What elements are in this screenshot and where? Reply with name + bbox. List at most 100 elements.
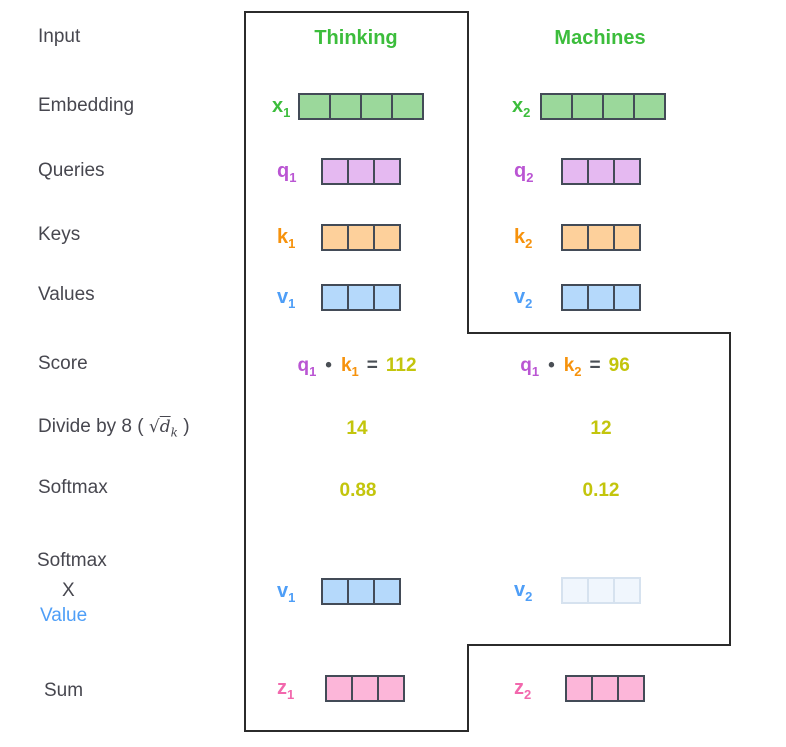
divide-result-machines: 12: [590, 418, 612, 439]
vector-cell: [635, 95, 664, 118]
vector-cell: [567, 677, 593, 700]
vector-cells: [321, 578, 401, 605]
score-q-term: q1: [297, 355, 317, 379]
vector-v2: v2: [0, 284, 786, 311]
vector-k2: k2: [0, 224, 786, 251]
sqrt-radicand-sub: k: [170, 425, 178, 440]
vector-label: q2: [514, 160, 534, 185]
row-label-softmax-x-value-line1: Softmax: [37, 550, 107, 571]
vector-label: k1: [277, 226, 296, 251]
vector-cell: [349, 160, 375, 183]
vector-q1: q1: [0, 158, 786, 185]
vector-label: x2: [512, 95, 531, 120]
vector-cell: [589, 286, 615, 309]
vector-cell: [300, 95, 331, 118]
vector-v1-weighted: v1: [0, 578, 786, 605]
vector-label: v1: [277, 580, 296, 605]
softmax-result-thinking: 0.88: [339, 480, 377, 501]
vector-cell: [589, 226, 615, 249]
vector-cells: [565, 675, 645, 702]
vector-x2: x2: [0, 93, 786, 120]
vector-cell: [379, 677, 403, 700]
vector-cell: [323, 286, 349, 309]
vector-cell: [323, 226, 349, 249]
vector-v2-weighted-faded: v2: [0, 577, 786, 604]
vector-label: v2: [514, 579, 533, 604]
sqrt-symbol: √: [148, 417, 160, 437]
vector-cells: [321, 224, 401, 251]
vector-cell: [323, 580, 349, 603]
score-value: 112: [385, 355, 417, 376]
vector-cells: [325, 675, 405, 702]
vector-cell: [331, 95, 362, 118]
vector-label: q1: [277, 160, 297, 185]
dot-product-icon: •: [325, 355, 332, 376]
vector-cell: [375, 160, 399, 183]
vector-cell: [375, 286, 399, 309]
vector-cell: [615, 579, 639, 602]
score-thinking: q1 • k1 = 112: [244, 352, 470, 379]
score-q-term: q1: [520, 355, 540, 379]
row-label-score: Score: [38, 353, 88, 374]
vector-cells: [321, 158, 401, 185]
vector-cell: [563, 286, 589, 309]
column-header-machines: Machines: [554, 27, 646, 49]
equals-sign: =: [589, 355, 601, 376]
vector-label: z1: [277, 677, 295, 702]
vector-cell: [563, 579, 589, 602]
vector-label: k2: [514, 226, 533, 251]
vector-cell: [393, 95, 422, 118]
vector-cell: [615, 160, 639, 183]
divide-prefix: Divide by 8 (: [38, 416, 144, 437]
row-label-softmax-x-value-line3: Value: [40, 605, 88, 626]
row-label-keys: Keys: [38, 224, 81, 245]
score-k-term: k1: [340, 355, 359, 379]
row-label-sum: Sum: [44, 680, 84, 701]
vector-cells: [540, 93, 666, 120]
vector-cell: [563, 160, 589, 183]
sqrt-dk-expression: √dk: [148, 417, 178, 440]
vector-cell: [615, 286, 639, 309]
vector-cell: [353, 677, 379, 700]
vector-cell: [349, 226, 375, 249]
vector-cells: [321, 284, 401, 311]
vector-cells: [561, 224, 641, 251]
vector-cell: [375, 226, 399, 249]
vector-cell: [615, 226, 639, 249]
vector-label: z2: [514, 677, 532, 702]
vector-cells: [561, 577, 641, 604]
vector-cell: [349, 286, 375, 309]
vector-cell: [619, 677, 643, 700]
row-label-softmax: Softmax: [38, 477, 108, 498]
vector-cell: [327, 677, 353, 700]
vector-cell: [323, 160, 349, 183]
vector-x1: x1: [0, 93, 786, 120]
vector-v1: v1: [0, 284, 786, 311]
softmax-result-machines: 0.12: [582, 480, 620, 501]
score-k-term: k2: [563, 355, 582, 379]
row-label-softmax-x-value-line2: X: [62, 580, 75, 601]
vector-cell: [573, 95, 604, 118]
dot-product-icon: •: [548, 355, 555, 376]
vector-label: x1: [272, 95, 291, 120]
vector-cell: [563, 226, 589, 249]
vector-cell: [349, 580, 375, 603]
score-value: 96: [608, 355, 630, 376]
column-header-thinking: Thinking: [314, 27, 398, 49]
vector-cell: [375, 580, 399, 603]
vector-z1: z1: [0, 675, 786, 702]
equals-sign: =: [366, 355, 378, 376]
vector-cell: [362, 95, 393, 118]
sqrt-radicand: d: [159, 417, 171, 437]
vector-k1: k1: [0, 224, 786, 251]
vector-z2: z2: [0, 675, 786, 702]
vector-cells: [561, 158, 641, 185]
score-machines: q1 • k2 = 96: [462, 352, 688, 379]
vector-cells: [561, 284, 641, 311]
divide-result-thinking: 14: [346, 418, 368, 439]
divide-suffix: ): [183, 416, 190, 437]
vector-cell: [542, 95, 573, 118]
vector-cell: [589, 579, 615, 602]
row-label-input: Input: [38, 26, 81, 47]
